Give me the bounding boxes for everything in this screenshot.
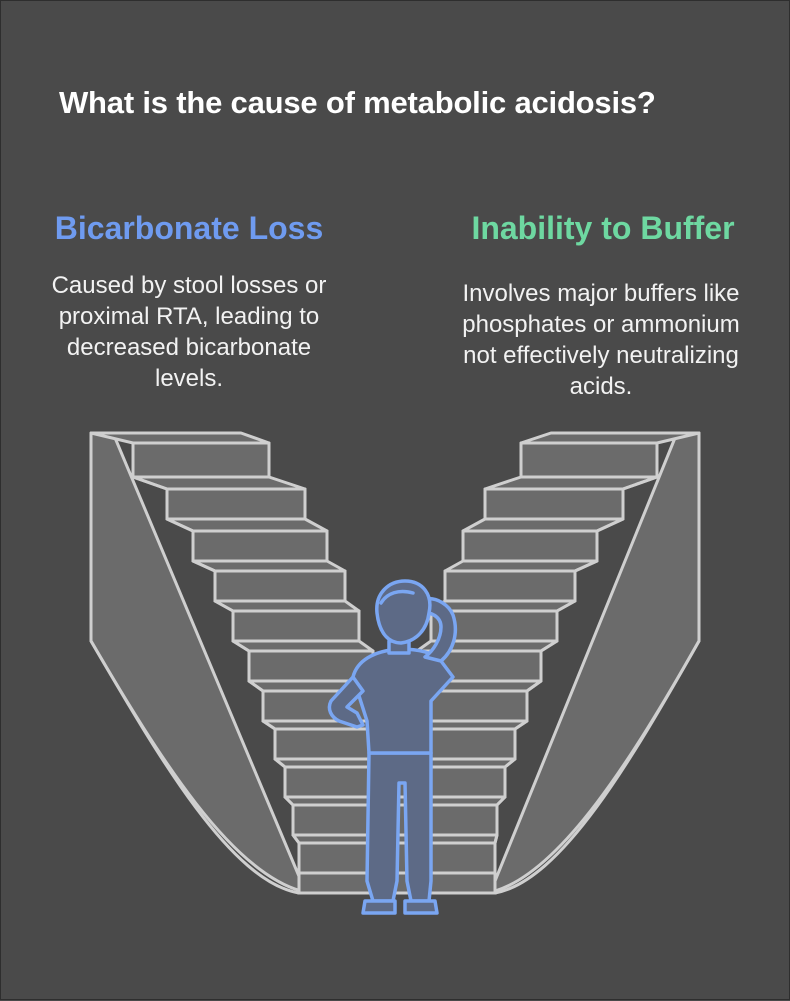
left-option-description: Caused by stool losses or proximal RTA, … bbox=[51, 272, 327, 392]
person-scratching-head-icon bbox=[327, 579, 458, 915]
right-option-description: Involves major buffers like phosphates o… bbox=[462, 280, 740, 400]
page-title: What is the cause of metabolic acidosis? bbox=[59, 85, 656, 120]
right-option-heading: Inability to Buffer bbox=[471, 210, 735, 246]
left-option-heading: Bicarbonate Loss bbox=[54, 210, 324, 246]
